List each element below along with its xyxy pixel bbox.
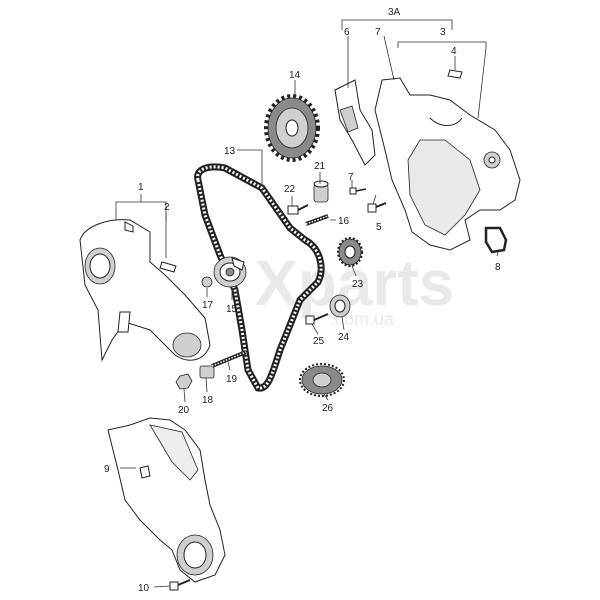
label-7b: 7 <box>348 172 354 183</box>
label-20: 20 <box>178 405 190 416</box>
label-18: 18 <box>202 395 214 406</box>
label-26: 26 <box>322 403 334 414</box>
part-13-timing-belt[interactable] <box>194 163 325 392</box>
label-10: 10 <box>138 583 150 594</box>
part-14-camshaft-sprocket[interactable] <box>264 94 320 162</box>
label-16: 16 <box>338 216 350 227</box>
label-3a: 3A <box>388 7 401 18</box>
part-25-bolt[interactable] <box>305 313 329 325</box>
part-15-tensioner[interactable] <box>213 256 247 288</box>
part-10-bolt[interactable] <box>169 579 191 591</box>
part-7-bolt[interactable] <box>349 187 367 195</box>
part-22-bolt[interactable] <box>287 204 309 215</box>
label-14: 14 <box>289 70 301 81</box>
part-8-seal-ring[interactable] <box>484 226 508 254</box>
label-22: 22 <box>284 184 296 195</box>
part-20-nut[interactable] <box>175 373 193 390</box>
part-4-clip[interactable] <box>447 69 463 79</box>
label-13: 13 <box>224 146 236 157</box>
part-2-clip[interactable] <box>159 261 177 273</box>
label-4: 4 <box>451 46 457 57</box>
part-24-idler-pulley[interactable] <box>329 294 351 318</box>
label-3: 3 <box>440 27 446 38</box>
part-5-bolt[interactable] <box>367 202 387 213</box>
part-19-stud[interactable] <box>211 350 247 368</box>
part-labels: 1 2 3A 6 7 3 4 8 9 10 13 14 21 22 7 5 16… <box>104 7 501 594</box>
label-17: 17 <box>202 300 214 311</box>
label-8: 8 <box>495 262 501 273</box>
part-23-idler-roller[interactable] <box>337 237 363 267</box>
label-25: 25 <box>313 336 325 347</box>
part-1-upper-cover[interactable] <box>79 219 211 362</box>
label-2: 2 <box>164 202 170 213</box>
part-6-cover-bracket[interactable] <box>334 79 376 166</box>
leader-lines <box>115 19 499 588</box>
part-18-spacer[interactable] <box>199 365 215 379</box>
part-26-water-pump[interactable] <box>299 363 345 397</box>
part-17-nut[interactable] <box>201 276 213 288</box>
part-3-rear-cover[interactable] <box>374 77 521 251</box>
label-23: 23 <box>352 279 364 290</box>
label-15: 15 <box>226 304 238 315</box>
label-21: 21 <box>314 161 326 172</box>
label-7: 7 <box>375 27 381 38</box>
label-19: 19 <box>226 374 238 385</box>
label-1: 1 <box>138 182 144 193</box>
label-9: 9 <box>104 464 110 475</box>
label-5: 5 <box>376 222 382 233</box>
label-24: 24 <box>338 332 350 343</box>
part-16-stud[interactable] <box>305 214 329 226</box>
part-9-lower-cover[interactable] <box>107 417 226 583</box>
part-21-sleeve[interactable] <box>313 180 329 203</box>
label-6: 6 <box>344 27 350 38</box>
